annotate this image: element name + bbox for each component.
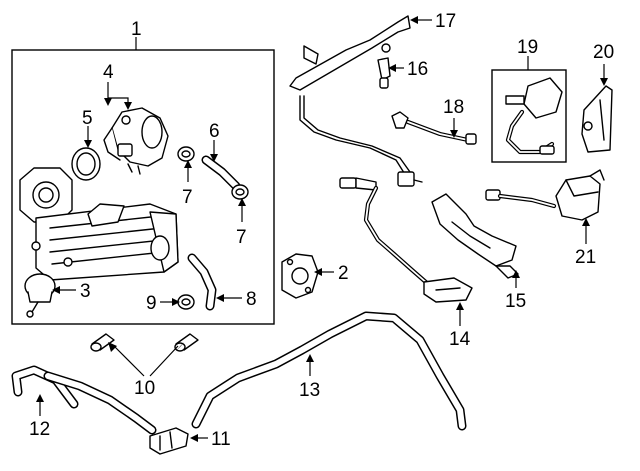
vacuum-hose-13-part[interactable]	[43, 311, 467, 435]
assembly-19-box	[491, 69, 567, 163]
callout-17: 17	[435, 11, 456, 32]
wire-bracket-part[interactable]	[289, 15, 411, 91]
callout-13: 13	[299, 380, 320, 401]
callout-18: 18	[443, 97, 464, 118]
assembly-1-box	[11, 49, 275, 325]
connector-11-part[interactable]	[149, 427, 189, 455]
vacuum-hose-12-part[interactable]	[11, 365, 79, 409]
callout-7b: 7	[236, 227, 247, 248]
callout-14: 14	[449, 329, 471, 350]
bracket-20-part[interactable]	[581, 85, 613, 153]
egr-cooler-part[interactable]	[19, 167, 179, 281]
callout-5: 5	[82, 108, 93, 129]
actuator-part[interactable]	[24, 273, 56, 318]
callout-16: 16	[407, 59, 428, 80]
leader-lines	[36, 16, 608, 442]
egr-gasket-plate-part[interactable]	[281, 253, 319, 299]
callout-8: 8	[246, 289, 257, 310]
hose-clamp-upper-part[interactable]	[177, 146, 195, 162]
callout-1: 1	[131, 19, 142, 40]
bracket-15-part[interactable]	[431, 193, 519, 279]
hose-clamp-lower-part[interactable]	[231, 184, 249, 200]
callout-4: 4	[103, 62, 114, 83]
callout-7a: 7	[182, 187, 193, 208]
callout-11: 11	[211, 429, 231, 450]
pressure-sensor-19-part[interactable]	[505, 77, 563, 155]
callout-2: 2	[338, 263, 349, 284]
egr-valve-part[interactable]	[103, 107, 169, 175]
callout-3: 3	[80, 281, 91, 302]
sensor-21-part[interactable]	[485, 169, 605, 221]
temp-sensor-18-part[interactable]	[391, 111, 477, 145]
hose-connector-left-part[interactable]	[90, 333, 115, 352]
callout-20: 20	[593, 42, 614, 63]
callout-19: 19	[517, 37, 538, 58]
sensor-plug-16-part[interactable]	[377, 57, 391, 89]
callout-12: 12	[29, 419, 50, 440]
sensor-harness-wire[interactable]	[299, 95, 423, 187]
coolant-hose-short-part[interactable]	[201, 155, 241, 191]
sensor-harness-14-part[interactable]	[339, 177, 473, 303]
coolant-hose-long-part[interactable]	[187, 253, 217, 311]
callout-10: 10	[134, 378, 155, 399]
hose-clamp-9-part[interactable]	[177, 294, 195, 310]
callout-6: 6	[209, 121, 220, 142]
callout-9: 9	[146, 293, 157, 314]
callout-21: 21	[575, 247, 596, 268]
gasket-ring-part[interactable]	[71, 147, 101, 181]
callout-15: 15	[505, 291, 526, 312]
